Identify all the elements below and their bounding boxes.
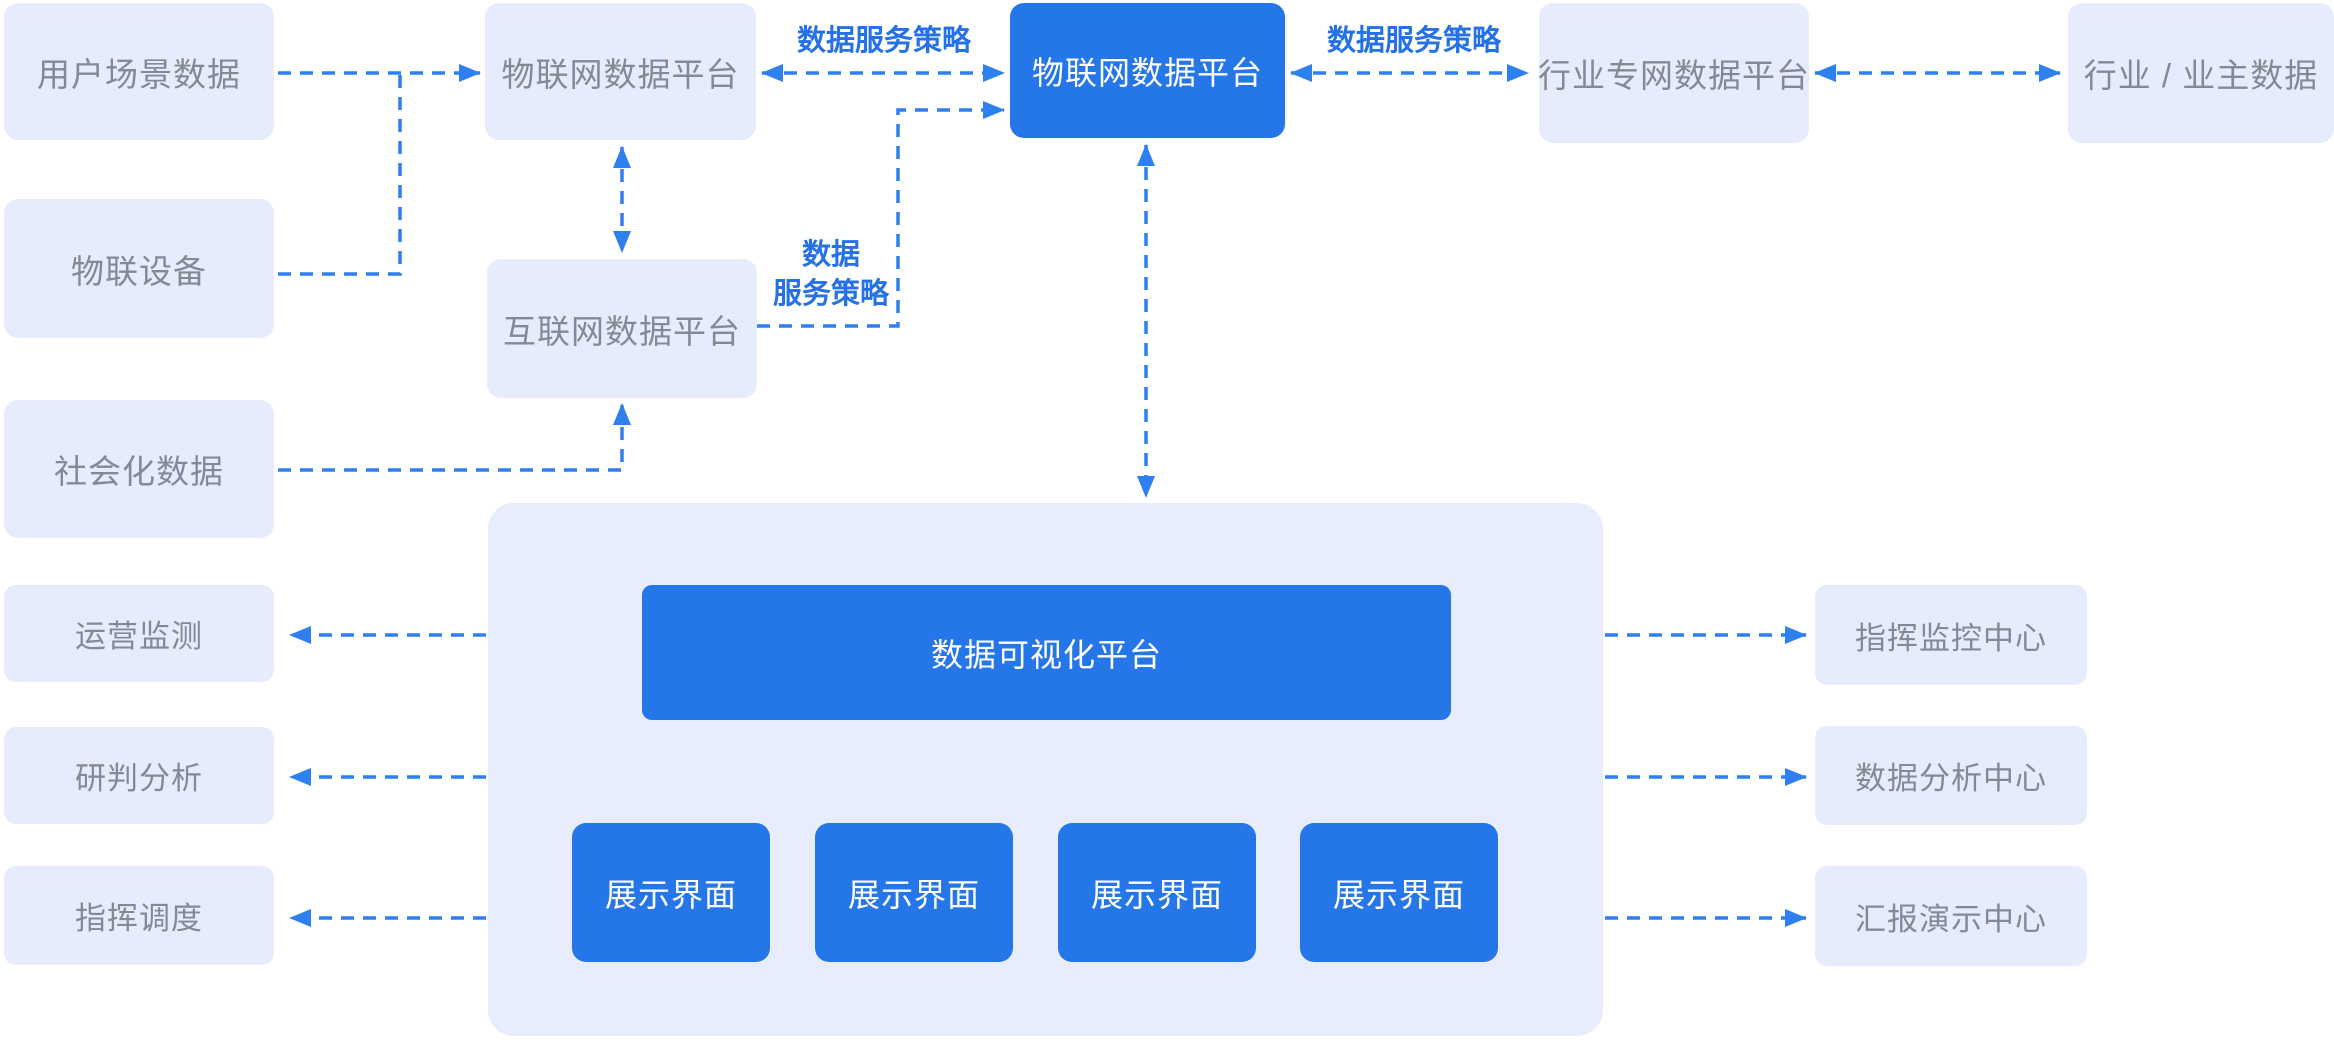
node-iot-data-platform-left: 物联网数据平台 bbox=[485, 3, 756, 140]
node-command-dispatch: 指挥调度 bbox=[4, 866, 274, 965]
node-data-analysis-center: 数据分析中心 bbox=[1815, 726, 2087, 825]
label-data-service-policy-right: 数据服务策略 bbox=[1326, 25, 1501, 57]
node-iot-data-platform-central: 物联网数据平台 bbox=[1010, 3, 1285, 138]
node-display-interface-2: 展示界面 bbox=[815, 823, 1013, 962]
node-user-scene-data: 用户场景数据 bbox=[4, 3, 274, 140]
node-command-monitoring-center: 指挥监控中心 bbox=[1815, 585, 2087, 685]
label-line-2: 服务策略 bbox=[772, 278, 889, 310]
node-operation-monitoring: 运营监测 bbox=[4, 585, 274, 682]
node-internet-data-platform: 互联网数据平台 bbox=[487, 259, 757, 398]
label-line-1: 数据 bbox=[801, 239, 860, 271]
node-data-visualization-platform: 数据可视化平台 bbox=[642, 585, 1451, 720]
node-industry-owner-data: 行业 / 业主数据 bbox=[2068, 3, 2334, 143]
arrow-internet-to-central bbox=[757, 101, 1005, 328]
label-data-service-policy-left: 数据服务策略 bbox=[796, 25, 971, 57]
node-report-presentation-center: 汇报演示中心 bbox=[1815, 866, 2087, 966]
node-display-interface-1: 展示界面 bbox=[572, 823, 770, 962]
node-display-interface-4: 展示界面 bbox=[1300, 823, 1498, 962]
node-display-interface-3: 展示界面 bbox=[1058, 823, 1256, 962]
arrow-social-to-internet bbox=[278, 403, 631, 472]
node-iot-device: 物联设备 bbox=[4, 199, 274, 338]
line-iot-device-junction bbox=[278, 73, 402, 276]
node-industry-private-network-platform: 行业专网数据平台 bbox=[1538, 3, 1809, 143]
node-research-analysis: 研判分析 bbox=[4, 727, 274, 824]
label-data-service-policy-internet: 数据 服务策略 bbox=[766, 236, 896, 314]
node-social-data: 社会化数据 bbox=[4, 400, 274, 538]
